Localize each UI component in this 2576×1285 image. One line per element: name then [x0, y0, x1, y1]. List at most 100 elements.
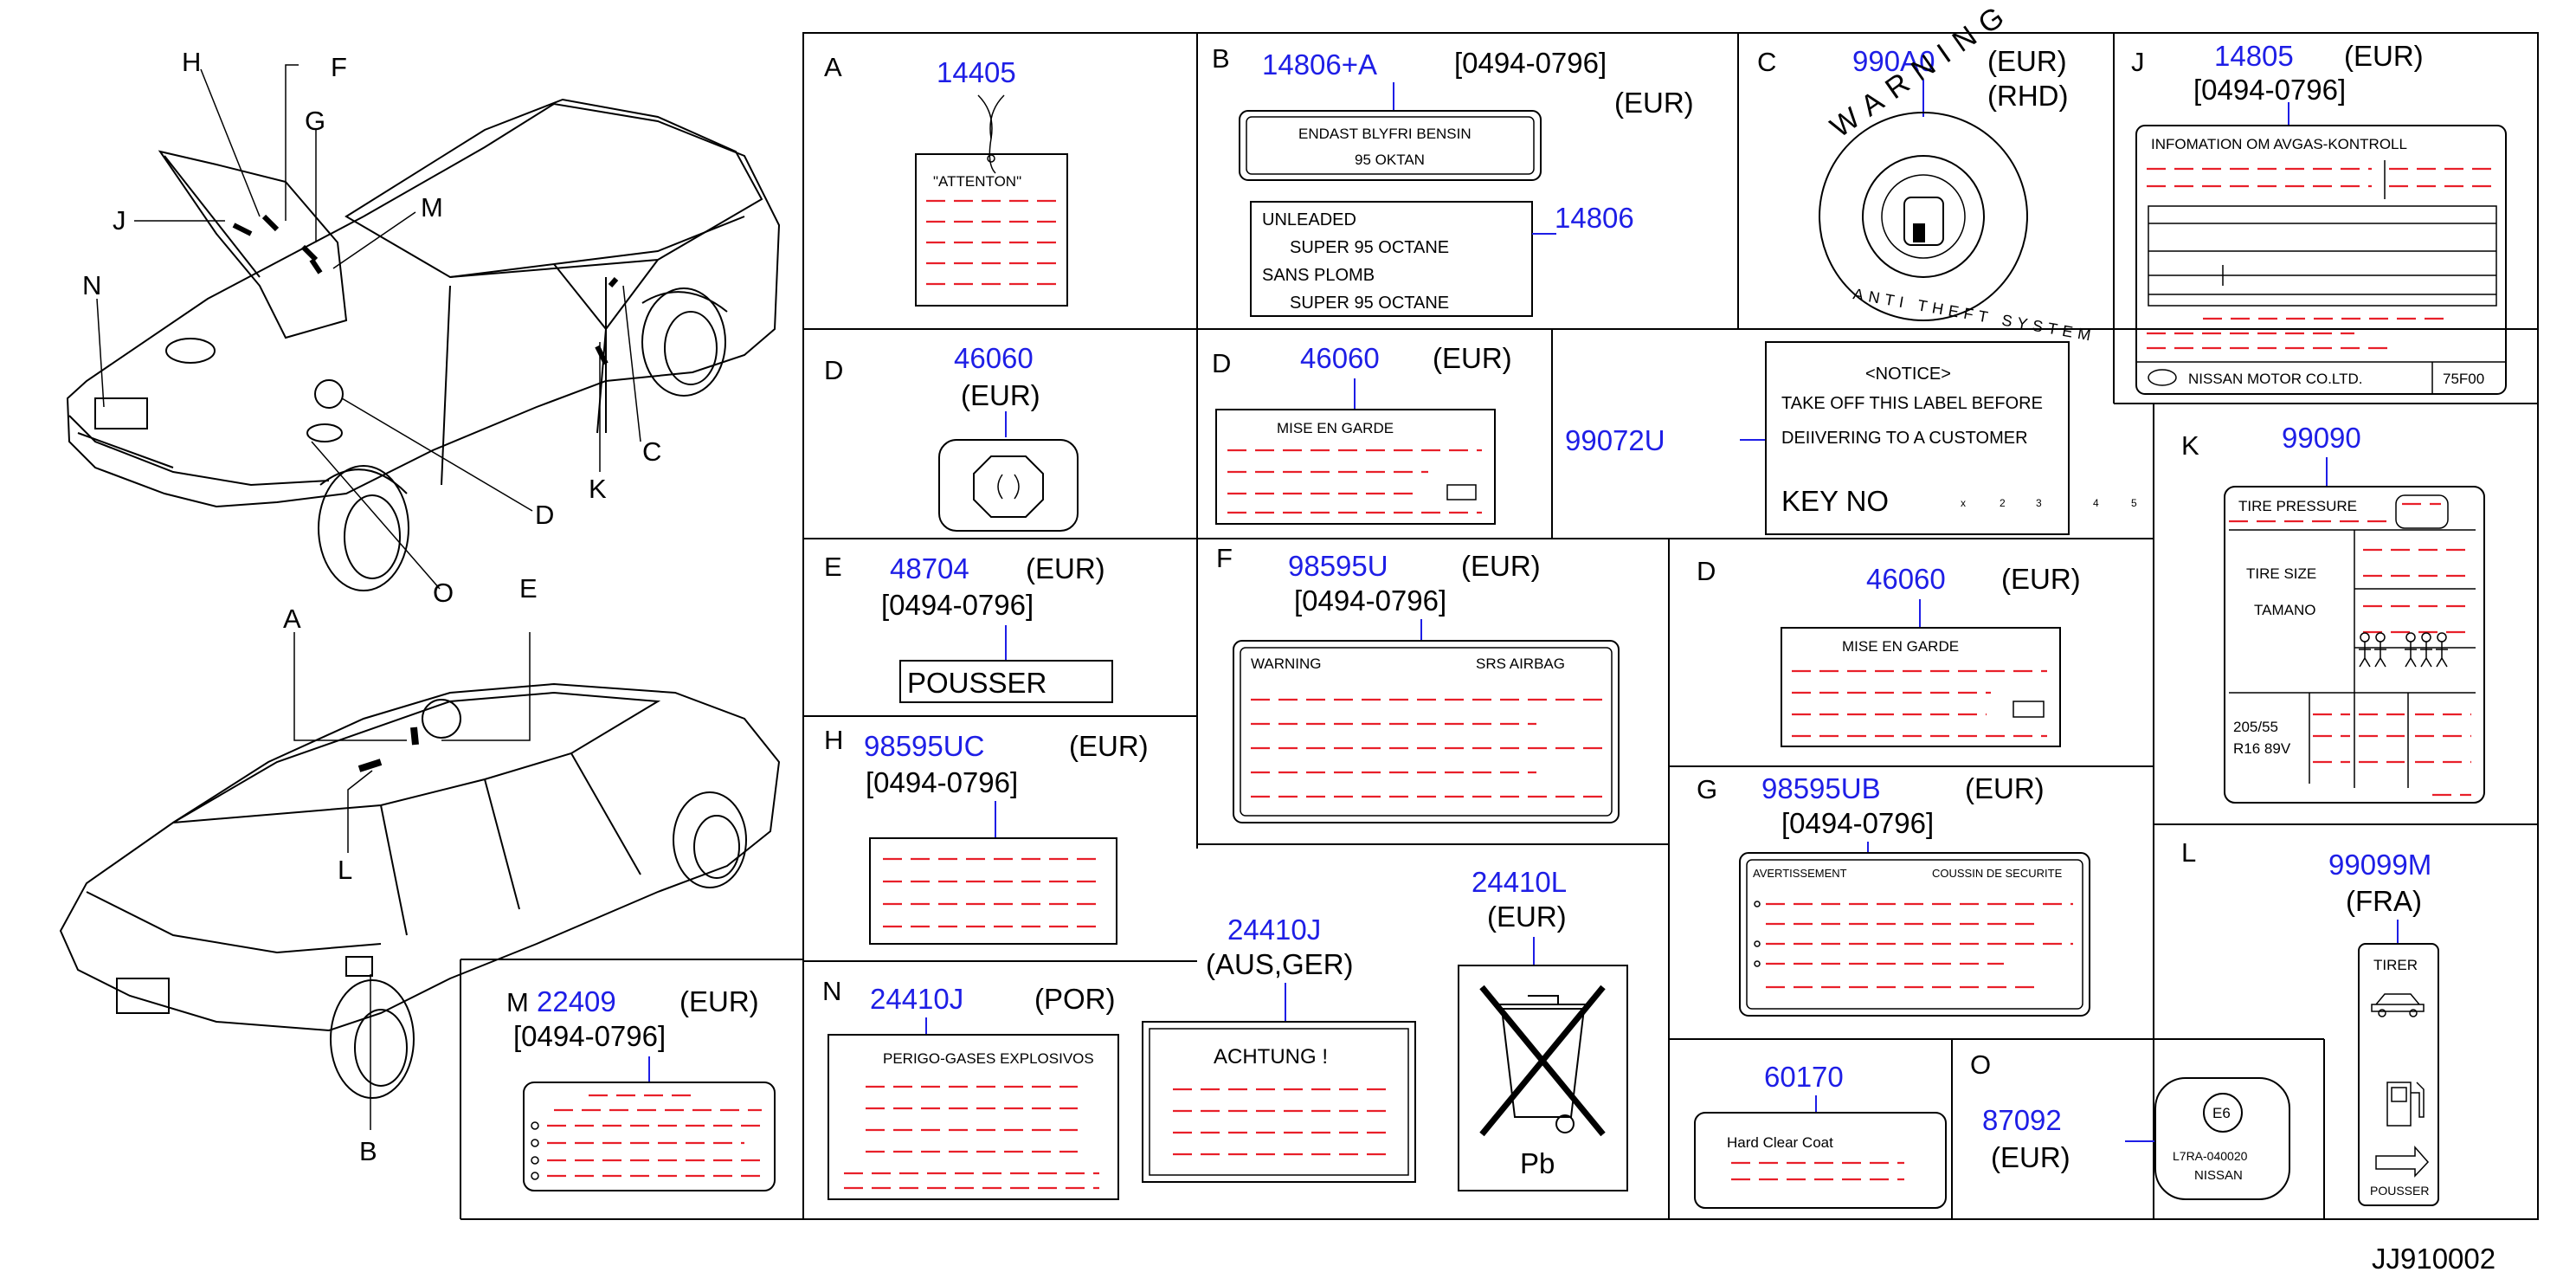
part-number-d2: 46060	[1300, 342, 1380, 374]
part-number-f: 98595U	[1288, 550, 1388, 582]
region-o: (EUR)	[1991, 1141, 2070, 1173]
label-g-right: COUSSIN DE SECURITE	[1932, 867, 2063, 880]
region-j: (EUR)	[2344, 40, 2424, 72]
part-number-e: 48704	[890, 552, 969, 584]
callout-j: J	[113, 205, 126, 236]
callout-e: E	[519, 573, 538, 604]
region-e: (EUR)	[1026, 552, 1105, 584]
car-top-illustration	[66, 98, 781, 591]
panel-letter-h: H	[824, 725, 843, 755]
callout-g: G	[305, 106, 325, 136]
panel-g: G 98595UB (EUR) [0494-0796] AVERTISSEMEN…	[1697, 772, 2090, 1017]
panel-grid	[460, 32, 2539, 1220]
panel-letter-n: N	[822, 976, 841, 1006]
key-no: KEY NO	[1781, 485, 1889, 517]
footer-j: NISSAN MOTOR CO.LTD.	[2188, 371, 2363, 387]
key-num-3: 3	[2036, 497, 2042, 509]
part-number-d3: 46060	[1866, 563, 1946, 595]
region-c1: (EUR)	[1987, 45, 2067, 77]
key-num-1: x	[1961, 497, 1966, 509]
region-n: (POR)	[1034, 983, 1116, 1015]
code-o: L7RA-040020	[2173, 1149, 2248, 1163]
car-leader-lines	[96, 64, 641, 1130]
date-m: [0494-0796]	[513, 1020, 666, 1052]
size-205: 205/55	[2233, 719, 2278, 735]
crossed-bin-icon	[1479, 985, 1606, 1137]
pousser-l: POUSSER	[2370, 1184, 2429, 1198]
part-number-b2: 14806	[1555, 202, 1634, 234]
region-d2: (EUR)	[1433, 342, 1512, 374]
label-b-line2: 95 OKTAN	[1355, 152, 1425, 168]
part-number-99072u: 99072U	[1565, 424, 1665, 456]
date-g: [0494-0796]	[1781, 807, 1934, 839]
brand-o: NISSAN	[2194, 1168, 2243, 1183]
fuel-pump-icon	[2386, 1082, 2425, 1127]
part-number-g: 98595UB	[1761, 772, 1881, 804]
callout-h: H	[182, 47, 201, 77]
part-number-n2: 24410J	[1227, 914, 1321, 946]
panel-f: F 98595U (EUR) [0494-0796] WARNING SRS A…	[1216, 543, 1620, 823]
notice-title: <NOTICE>	[1865, 365, 1951, 384]
panel-letter-l: L	[2181, 837, 2196, 868]
label-d3: MISE EN GARDE	[1842, 638, 1959, 655]
header-j: INFOMATION OM AVGAS-KONTROLL	[2151, 136, 2407, 152]
panel-letter-j: J	[2131, 47, 2145, 77]
panel-letter-b: B	[1212, 43, 1230, 74]
region-d1: (EUR)	[961, 379, 1040, 411]
part-number-60170: 60170	[1764, 1061, 1844, 1093]
date-b: [0494-0796]	[1454, 47, 1607, 79]
date-h: [0494-0796]	[866, 766, 1018, 798]
panel-letter-f: F	[1216, 543, 1233, 573]
part-number-o: 87092	[1982, 1104, 2062, 1136]
callout-m: M	[421, 192, 443, 223]
callout-a: A	[283, 604, 301, 634]
label-g-left: AVERTISSEMENT	[1753, 867, 1847, 880]
part-number-n3: 24410L	[1472, 866, 1567, 898]
date-j: [0494-0796]	[2193, 74, 2346, 106]
panel-l: L 99099M (FRA) TIRER POUSSER	[2181, 837, 2439, 1206]
pb-label: Pb	[1520, 1147, 1555, 1179]
notice-line1: TAKE OFF THIS LABEL BEFORE	[1781, 394, 2043, 413]
callout-f: F	[331, 52, 347, 82]
region-h: (EUR)	[1069, 730, 1149, 762]
panel-letter-c: C	[1757, 47, 1776, 77]
part-number-a: 14405	[937, 56, 1016, 88]
part-number-b: 14806+A	[1262, 48, 1377, 81]
region-n2: (AUS,GER)	[1206, 948, 1354, 980]
e6-mark: E6	[2212, 1105, 2231, 1121]
label-b2-line2: SUPER 95 OCTANE	[1290, 238, 1449, 257]
car-bottom-illustration	[59, 682, 781, 1099]
tamano: TAMANO	[2254, 602, 2315, 618]
warning-f: WARNING	[1251, 655, 1322, 672]
region-b: (EUR)	[1614, 87, 1694, 119]
region-c2: (RHD)	[1987, 80, 2068, 112]
size-r16: R16 89V	[2233, 740, 2291, 757]
panel-c: C 990A0 (EUR) (RHD) WARNING ANTI THEFT S…	[1757, 0, 2097, 345]
region-m: (EUR)	[679, 985, 759, 1017]
part-number-j: 14805	[2214, 40, 2294, 72]
label-b-line1: ENDAST BLYFRI BENSIN	[1298, 126, 1472, 142]
panel-pb: 24410L (EUR) Pb	[1458, 866, 1628, 1191]
panel-d1: D 46060 (EUR)	[824, 342, 1079, 532]
panel-letter-d3: D	[1697, 556, 1716, 586]
callout-c: C	[642, 436, 661, 467]
region-d3: (EUR)	[2001, 563, 2081, 595]
car-icon-l	[2371, 993, 2425, 1012]
callout-d: D	[535, 500, 554, 530]
panel-m: M 22409 (EUR) [0494-0796]	[506, 985, 776, 1191]
srs-f: SRS AIRBAG	[1476, 655, 1565, 672]
panel-60170: 60170 Hard Clear Coat	[1694, 1061, 1947, 1209]
callout-k: K	[589, 474, 607, 504]
callout-l: L	[338, 855, 352, 885]
label-60170: Hard Clear Coat	[1727, 1134, 1833, 1151]
panel-n: N 24410J (POR) PERIGO-GASES EXPLOSIVOS	[822, 976, 1119, 1200]
part-number-h: 98595UC	[864, 730, 984, 762]
region-g: (EUR)	[1965, 772, 2045, 804]
notice-line2: DEIIVERING TO A CUSTOMER	[1781, 429, 2028, 448]
label-b2-line4: SUPER 95 OCTANE	[1290, 294, 1449, 313]
panel-b: B 14806+A [0494-0796] (EUR) ENDAST BLYFR…	[1212, 43, 1694, 317]
panel-k: K 99090 TIRE PRESSURE TIRE SIZE TAMANO 2…	[2181, 422, 2485, 804]
part-number-c: 990A0	[1852, 45, 1935, 77]
region-f: (EUR)	[1461, 550, 1541, 582]
